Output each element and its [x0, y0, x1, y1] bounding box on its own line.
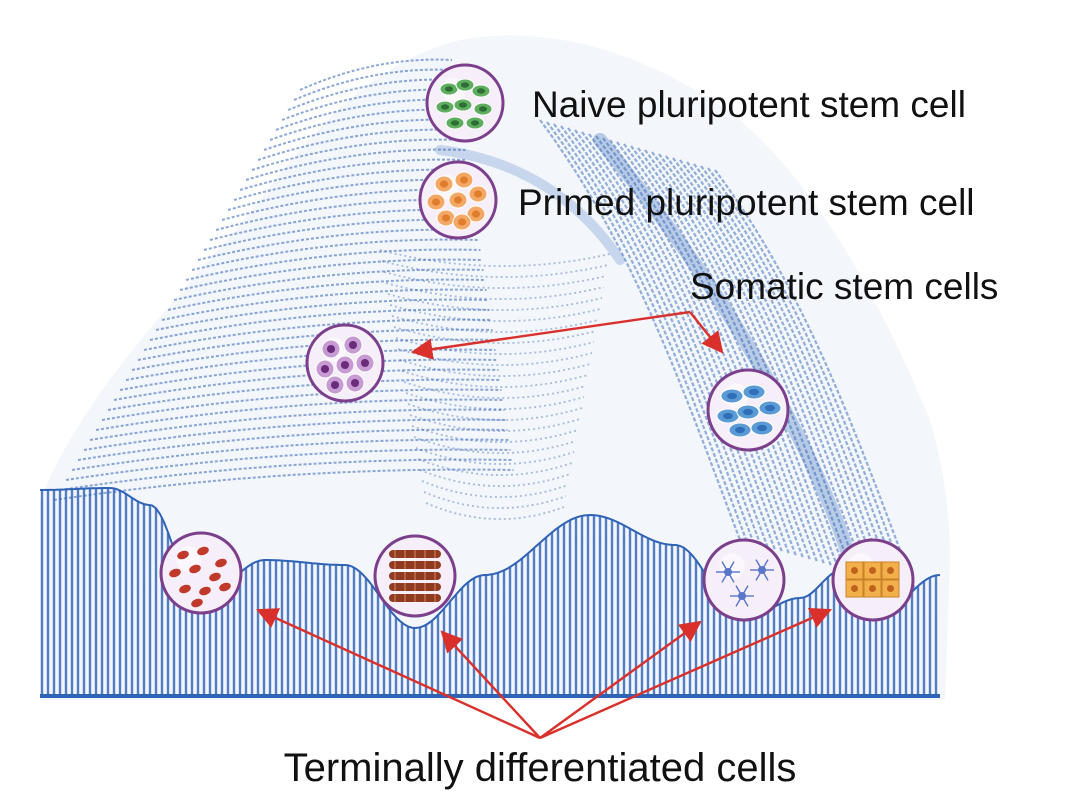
somatic-purple-nucleus-5	[350, 378, 360, 388]
somatic-purple-nucleus-2	[360, 358, 370, 368]
red-blood-cell-5	[209, 572, 221, 582]
primed-nucleus-4	[453, 196, 463, 204]
naive-nucleus-7	[470, 120, 480, 126]
somatic-blue-nucleus-1	[749, 388, 759, 396]
epithelial-nucleus-1-2	[887, 585, 894, 592]
arrow-terminal-to-red-blood	[256, 608, 541, 740]
neuron-2-soma	[738, 592, 746, 600]
naive-nucleus-1	[460, 82, 470, 88]
somatic-stem-cells-label: Somatic stem cells	[690, 266, 999, 307]
somatic-blue-nucleus-0	[727, 392, 737, 400]
landscape-vertical-hatching	[40, 488, 938, 695]
red-blood-cell-2	[215, 558, 227, 568]
naive-nucleus-6	[450, 120, 460, 126]
primed-pluripotent-cell-ball	[418, 160, 498, 240]
somatic-blue-nucleus-6	[735, 426, 745, 434]
red-blood-cell-8	[219, 582, 231, 592]
naive-nucleus-5	[478, 106, 488, 112]
red-blood-cell-1	[197, 546, 209, 556]
red-blood-cell-9	[191, 598, 203, 608]
somatic-blue-nucleus-2	[765, 404, 775, 412]
red-blood-cell-3	[169, 568, 181, 578]
primed-nucleus-6	[441, 214, 451, 222]
neuron-cell-ball	[702, 538, 786, 622]
neuron-1-soma	[758, 566, 766, 574]
naive-pluripotent-label: Naive pluripotent stem cell	[532, 84, 966, 125]
somatic-purple-nucleus-4	[340, 360, 350, 370]
red-blood-cell-ball	[159, 531, 243, 615]
arrow-somatic-to-purple	[410, 310, 691, 360]
somatic-stem-cell-blue-ball	[706, 368, 790, 452]
epithelial-nucleus-0-2	[887, 567, 894, 574]
somatic-blue-nucleus-4	[743, 408, 753, 416]
neuron-0-soma	[724, 568, 732, 576]
somatic-purple-nucleus-6	[330, 380, 340, 390]
somatic-blue-nucleus-3	[723, 412, 733, 420]
primed-nucleus-7	[457, 218, 467, 226]
epithelial-cell-ball	[831, 538, 915, 622]
muscle-cell-ball	[373, 534, 457, 618]
epithelial-nucleus-1-0	[851, 585, 858, 592]
landscape-central-valley-hatching	[379, 249, 611, 520]
primed-nucleus-5	[471, 210, 481, 218]
primed-nucleus-1	[459, 176, 469, 184]
arrow-terminal-to-neuron	[539, 620, 702, 739]
arrow-terminal-to-epithelial	[539, 607, 832, 740]
primed-nucleus-0	[439, 180, 449, 188]
primed-nucleus-2	[473, 190, 483, 198]
landscape-upper-dark-band	[435, 145, 625, 265]
somatic-blue-nucleus-5	[757, 424, 767, 432]
red-blood-cell-6	[179, 584, 191, 594]
naive-nucleus-2	[476, 88, 486, 94]
somatic-purple-nucleus-3	[320, 364, 330, 374]
primed-pluripotent-label: Primed pluripotent stem cell	[518, 182, 975, 223]
arrow-somatic-to-blue	[689, 311, 724, 354]
naive-pluripotent-cell-ball	[425, 63, 505, 143]
neuron-cell-ball-rim	[702, 538, 786, 622]
epithelial-nucleus-0-1	[869, 567, 876, 574]
primed-nucleus-3	[431, 198, 441, 206]
red-blood-cell-7	[199, 586, 211, 596]
epithelial-nucleus-1-1	[869, 585, 876, 592]
red-blood-cell-4	[189, 564, 201, 574]
somatic-stem-cell-purple-ball	[305, 323, 385, 403]
somatic-purple-nucleus-1	[348, 340, 358, 350]
naive-nucleus-4	[458, 102, 468, 108]
arrow-terminal-to-muscle	[440, 630, 541, 739]
naive-nucleus-0	[444, 86, 454, 92]
terminally-differentiated-label: Terminally differentiated cells	[283, 746, 797, 790]
red-blood-cell-0	[177, 550, 189, 560]
somatic-purple-nucleus-0	[326, 344, 336, 354]
landscape-ribbon	[40, 35, 950, 700]
naive-nucleus-3	[440, 104, 450, 110]
epithelial-nucleus-0-0	[851, 567, 858, 574]
